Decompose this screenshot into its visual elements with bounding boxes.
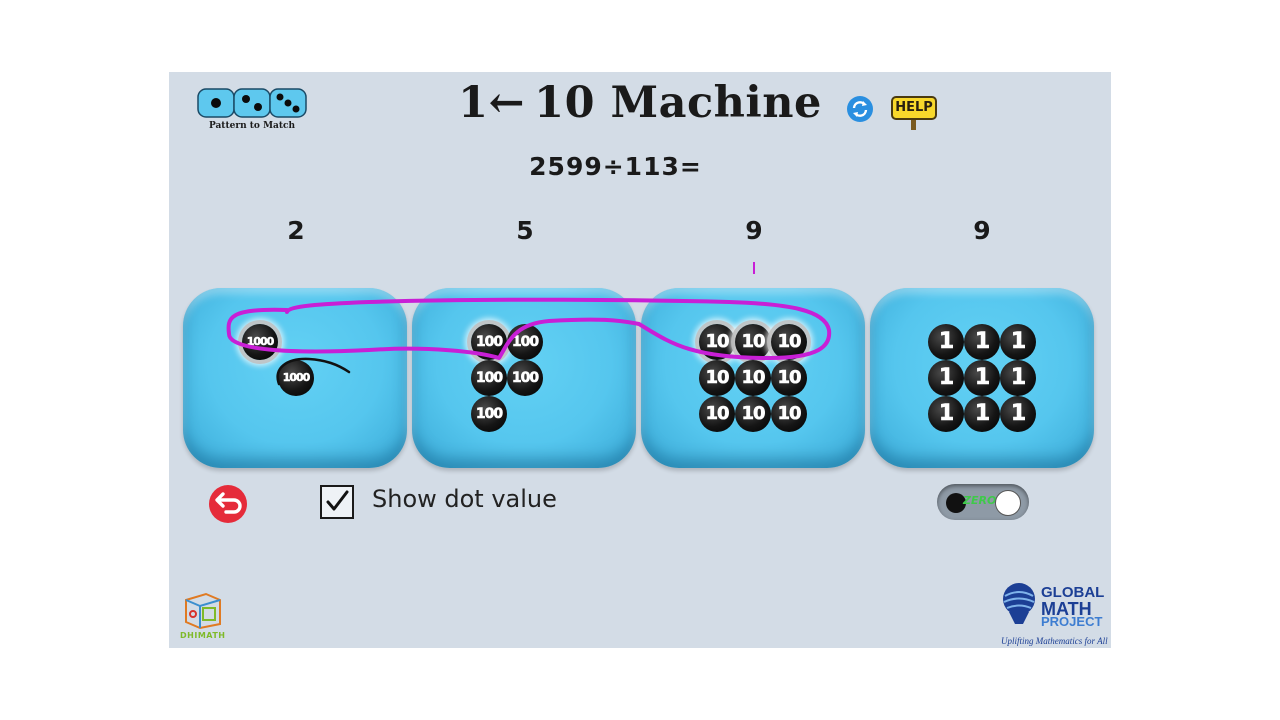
zero-toggle-label: ZERO [963,494,997,507]
digit-tens: 9 [745,216,763,245]
checkmark-icon [326,490,349,511]
dot-ones[interactable]: 1 [964,396,1000,432]
cube-logo-icon [185,592,221,630]
page-title: 1← 10 Machine [458,78,822,128]
dot-hundreds[interactable]: 100 [507,324,543,360]
dhimath-logo-label: DHIMATH [180,631,226,640]
help-sign-post [911,120,916,130]
dot-tens[interactable]: 10 [699,396,735,432]
show-dot-value-label: Show dot value [372,485,557,513]
global-math-project-logo: GLOBAL MATH PROJECT Uplifting Mathematic… [1001,582,1111,648]
digit-hundreds: 5 [516,216,534,245]
dhimath-logo: DHIMATH [180,588,225,644]
dot-thousands[interactable]: 1000 [278,360,314,396]
dot-tens[interactable]: 10 [771,324,807,360]
dot-ones[interactable]: 1 [1000,360,1036,396]
help-button[interactable]: HELP [891,94,939,134]
show-dot-value-checkbox[interactable] [320,485,354,519]
dot-tens[interactable]: 10 [699,324,735,360]
toggle-knob [995,490,1021,516]
dot-ones[interactable]: 1 [964,324,1000,360]
digit-thousands: 2 [287,216,305,245]
dot-tens[interactable]: 10 [735,396,771,432]
gmp-line1: GLOBAL [1041,584,1105,601]
toggle-dot-icon [946,493,966,513]
dot-hundreds[interactable]: 100 [471,360,507,396]
gmp-line3: PROJECT [1041,614,1103,629]
dot-tens[interactable]: 10 [735,324,771,360]
back-button[interactable] [209,485,247,523]
dot-tens[interactable]: 10 [699,360,735,396]
app-canvas: Pattern to Match 1← 10 Machine HELP 2599… [169,72,1111,648]
gmp-tagline: Uplifting Mathematics for All [1001,636,1108,646]
division-problem: 2599÷113= [529,152,702,181]
zero-toggle[interactable]: ZERO [937,484,1029,520]
dot-ones[interactable]: 1 [1000,396,1036,432]
dot-ones[interactable]: 1 [964,360,1000,396]
pattern-to-match-caption: Pattern to Match [208,121,296,131]
dot-tens[interactable]: 10 [771,396,807,432]
digit-ones: 9 [973,216,991,245]
dot-tens[interactable]: 10 [735,360,771,396]
dot-hundreds[interactable]: 100 [507,360,543,396]
gmp-line2: MATH [1041,599,1092,619]
refresh-icon [847,96,873,122]
dominoes-icon [197,88,307,118]
dot-hundreds[interactable]: 100 [471,396,507,432]
dot-ones[interactable]: 1 [928,396,964,432]
pattern-to-match-logo[interactable]: Pattern to Match [196,86,308,136]
dot-ones[interactable]: 1 [928,360,964,396]
dot-hundreds[interactable]: 100 [471,324,507,360]
dot-tens[interactable]: 10 [771,360,807,396]
dot-ones[interactable]: 1 [928,324,964,360]
undo-arrow-icon [215,492,242,514]
refresh-button[interactable] [845,94,875,124]
dot-ones[interactable]: 1 [1000,324,1036,360]
dot-thousands[interactable]: 1000 [242,324,278,360]
help-sign-icon: HELP [891,96,937,120]
balloon-logo-icon [1003,583,1035,624]
